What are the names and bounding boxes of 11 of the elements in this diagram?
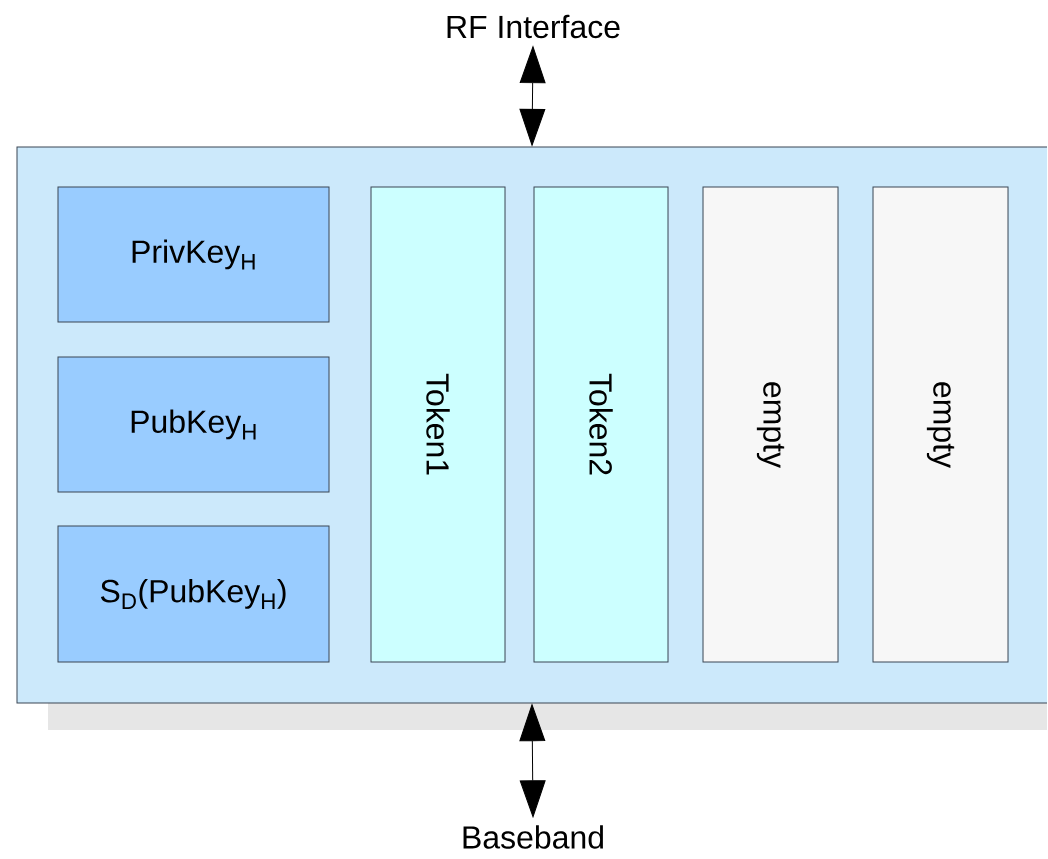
- empty-slot: empty: [702, 186, 839, 663]
- double-arrow: [519, 704, 546, 818]
- interface-label: Baseband: [463, 825, 603, 849]
- token-slot: Token1: [370, 186, 506, 663]
- token-slot: Token2: [533, 186, 669, 663]
- empty-slot: empty: [872, 186, 1009, 663]
- key-box: PrivKey$_{H}$: [57, 186, 330, 323]
- key-box: S$_{D}$(PubKey$_{H}$): [57, 525, 330, 663]
- key-box: PubKey$_{H}$: [57, 356, 330, 493]
- interface-label: RF Interface: [447, 14, 620, 39]
- double-arrow: [519, 46, 546, 146]
